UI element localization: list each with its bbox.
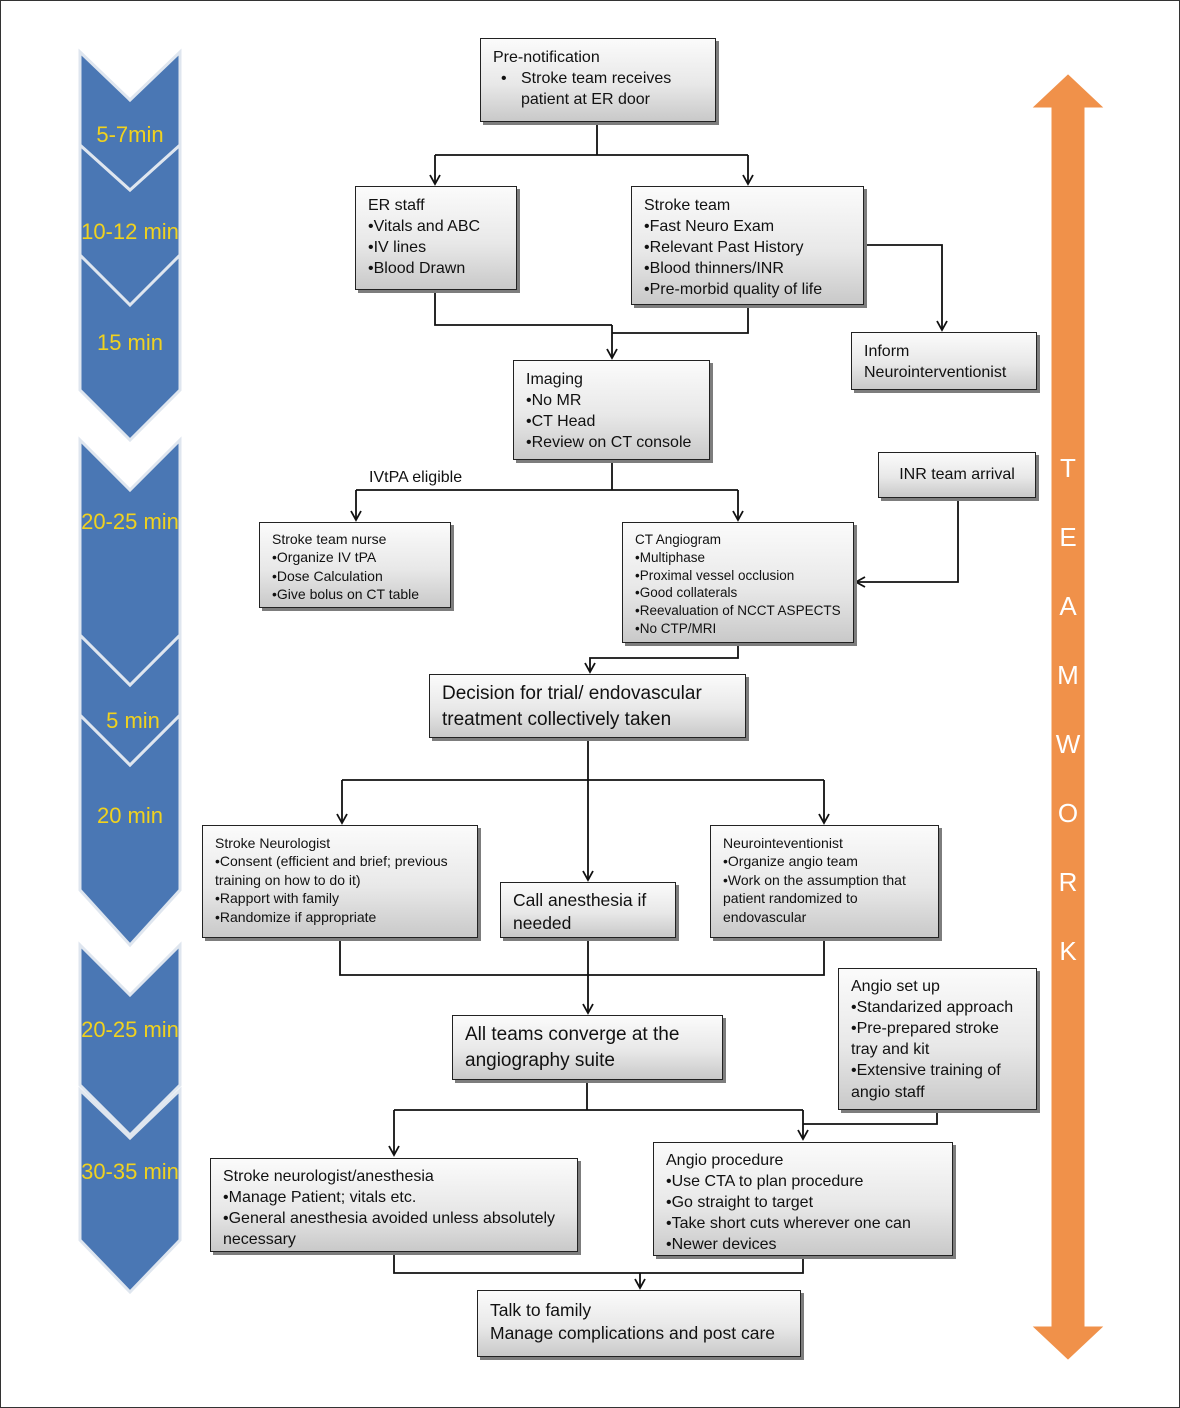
teamwork-letter: R [1058,867,1078,897]
connectors [336,122,959,1290]
box-item: Pre-prepared stroke tray and kit [851,1018,1024,1060]
timeline-label: 5 min [106,708,160,733]
box-title: Stroke team [644,197,731,214]
box-item: IV lines [368,237,504,258]
box-item: Work on the assumption that patient rand… [723,871,926,926]
box-item: Take short cuts wherever one can [666,1213,940,1234]
box-item: Review on CT console [526,432,697,453]
teamwork-letter: E [1059,522,1077,552]
box-item: Organize angio team [723,852,926,870]
box-item: Blood thinners/INR [644,258,851,279]
timeline-segment-1 [78,48,182,193]
box-line: angiography suite [465,1049,615,1071]
stroke-neurologist-box: Stroke Neurologist Consent (efficient an… [202,825,478,938]
inr-team-arrival-box: INR team arrival [878,452,1036,498]
neurologist-anesthesia-box: Stroke neurologist/anesthesia Manage Pat… [210,1158,578,1252]
angio-setup-box: Angio set up Standarized approach Pre-pr… [838,968,1037,1110]
box-item: Extensive training of angio staff [851,1060,1024,1102]
box-item: Proximal vessel occlusion [635,567,841,585]
stroke-team-box: Stroke team Fast Neuro Exam Relevant Pas… [631,186,864,305]
box-item: CT Head [526,411,697,432]
box-line: Manage complications and post care [490,1323,776,1344]
decision-box: Decision for trial/ endovascular treatme… [429,674,746,738]
timeline-label: 10-12 min [81,219,179,244]
box-title: Pre-notification [493,49,600,66]
timeline-chevrons [78,48,182,1295]
angio-procedure-box: Angio procedure Use CTA to plan procedur… [653,1142,953,1256]
box-title: Angio procedure [666,1152,784,1169]
box-item: Good collaterals [635,584,841,602]
box-line: Call anesthesia if [513,890,647,910]
box-item: Relevant Past History [644,237,851,258]
box-item: No MR [526,390,697,411]
teamwork-letter: A [1059,591,1077,621]
box-item: Manage Patient; vitals etc. [223,1187,565,1208]
box-item: Organize IV tPA [272,548,438,566]
box-item: Standarized approach [851,997,1024,1018]
teamwork-arrow [1032,74,1104,1360]
box-item: Rapport with family [215,889,465,907]
timeline-label: 15 min [96,330,164,355]
prenotification-box: Pre-notification Stroke team receives pa… [480,38,716,122]
box-item: Stroke team receives patient at ER door [493,68,703,110]
box-item: Give bolus on CT table [272,585,438,603]
box-title: CT Angiogram [635,532,722,547]
timeline-label: 20-25 min [81,1017,179,1042]
teamwork-letter: K [1059,936,1077,966]
converge-box: All teams converge at the angiography su… [452,1015,723,1080]
box-line: Decision for trial/ endovascular [442,683,702,704]
timeline-label: 5-7min [96,122,164,147]
box-item: Dose Calculation [272,567,438,585]
timeline-segment-4 [78,436,182,688]
er-staff-box: ER staff Vitals and ABC IV lines Blood D… [355,186,517,290]
box-title: Stroke Neurologist [215,835,331,851]
timeline-segment-7 [78,941,182,1138]
stroke-team-nurse-box: Stroke team nurse Organize IV tPA Dose C… [259,522,451,608]
box-title: INR team arrival [899,466,1015,483]
box-item: Consent (efficient and brief; previous t… [215,852,465,889]
teamwork-letter: M [1057,660,1079,690]
teamwork-letter: T [1060,453,1076,483]
call-anesthesia-box: Call anesthesia if needed [500,882,676,938]
teamwork-letter: W [1055,729,1081,759]
teamwork-letter: O [1057,798,1079,828]
box-item: Fast Neuro Exam [644,216,851,237]
box-title: Angio set up [851,978,940,995]
box-title: Imaging [526,371,583,388]
box-item: Multiphase [635,549,841,567]
ivtpa-eligible-label: IVtPA eligible [369,469,463,486]
box-item: General anesthesia avoided unless absolu… [223,1208,565,1250]
box-item: Go straight to target [666,1192,940,1213]
box-line: treatment collectively taken [442,708,672,730]
box-line: Talk to family [490,1300,592,1320]
timeline-label: 20 min [96,803,164,828]
box-item: Reevaluation of NCCT ASPECTS [635,602,841,620]
neurointerventionist-box: Neurointeventionist Organize angio team … [710,825,939,938]
box-title: Stroke team nurse [272,531,387,547]
box-item: Blood Drawn [368,258,504,279]
box-line: needed [513,913,572,934]
ct-angiogram-box: CT Angiogram Multiphase Proximal vessel … [622,522,854,643]
box-item: Vitals and ABC [368,216,504,237]
timeline-segment-8 [78,1086,182,1295]
box-title: Stroke neurologist/anesthesia [223,1168,434,1185]
box-title: ER staff [368,197,425,214]
box-title: Neurointeventionist [723,835,843,851]
box-item: Use CTA to plan procedure [666,1171,940,1192]
family-box: Talk to family Manage complications and … [477,1290,801,1357]
box-item: Newer devices [666,1234,940,1255]
box-title: Inform [864,343,910,360]
timeline-label: 20-25 min [81,509,179,534]
inform-neurointerventionist-box: Inform Neurointerventionist [851,332,1037,390]
box-item: Randomize if appropriate [215,908,465,926]
timeline-label: 30-35 min [81,1159,179,1184]
box-item: No CTP/MRI [635,620,841,638]
box-line: All teams converge at the [465,1024,680,1045]
box-line: Neurointerventionist [864,364,1007,382]
imaging-box: Imaging No MR CT Head Review on CT conso… [513,360,710,460]
box-item: Pre-morbid quality of life [644,279,851,300]
